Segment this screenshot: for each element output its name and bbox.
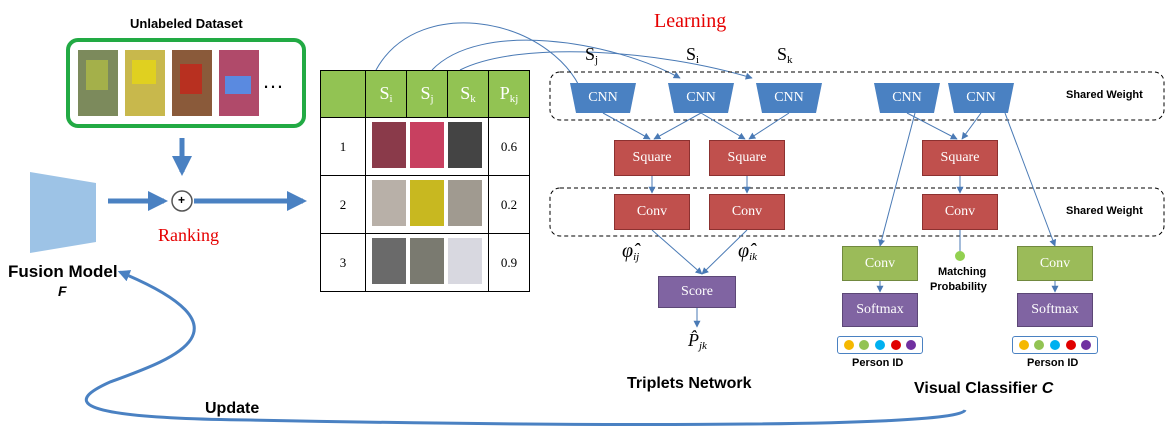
id-dot [874, 340, 885, 350]
score-block: Score [658, 276, 736, 308]
square-block-3: Square [922, 140, 998, 176]
cnn-label-2: CNN [686, 90, 716, 105]
row-index: 3 [320, 233, 366, 292]
ranking-table: Si Sj Sk Pkj 1 0.6 2 0.2 3 0.9 [320, 70, 530, 292]
id-dot [1049, 340, 1060, 350]
matching-probability-label-1: Matching [938, 266, 987, 278]
cnn-label-5: CNN [966, 90, 996, 105]
triplets-network-title: Triplets Network [627, 375, 752, 392]
learning-arc-k [459, 51, 753, 80]
plus-node [171, 190, 193, 212]
table-header-blank [320, 70, 366, 118]
square-block-1: Square [614, 140, 690, 176]
row-probability: 0.2 [488, 175, 530, 234]
conv-block-left: Conv [842, 246, 918, 281]
row-thumbnails [365, 117, 489, 176]
id-dot [843, 340, 854, 350]
person-id-bar-left [837, 336, 923, 354]
fusion-model-title: Fusion Model [8, 262, 118, 281]
dataset-thumbnails [78, 50, 259, 116]
id-dot [890, 340, 901, 350]
table-header-row: Si Sj Sk Pkj [320, 70, 530, 118]
cnn-shape-3 [756, 83, 822, 113]
id-dot [1081, 340, 1092, 350]
shared-weight-box-bottom [549, 187, 1165, 237]
table-header-pkj: Pkj [488, 70, 530, 118]
visual-classifier-title: Visual Classifier C [914, 380, 1054, 397]
conv-block-1: Conv [614, 194, 690, 230]
triplet-label-sk: Sk [777, 44, 793, 66]
dataset-ellipsis: … [262, 68, 284, 93]
table-header-sj: Sj [406, 70, 448, 118]
row-index: 2 [320, 175, 366, 234]
matching-probability-label-2: Probability [930, 281, 987, 293]
table-header-si: Si [365, 70, 407, 118]
cnn-label-4: CNN [892, 90, 922, 105]
id-dot [1065, 340, 1076, 350]
shared-weight-label-bottom: Shared Weight [1066, 205, 1143, 217]
person-id-label-right: Person ID [1027, 357, 1079, 369]
update-label: Update [205, 400, 260, 417]
learning-label: Learning [654, 10, 727, 32]
cnn-shape-1 [570, 83, 636, 113]
ranking-label: Ranking [158, 225, 219, 245]
network-connectors [602, 112, 1059, 328]
shared-weight-box-top [549, 71, 1165, 121]
softmax-block-right: Softmax [1017, 293, 1093, 327]
dataset-title: Unlabeled Dataset [130, 16, 243, 31]
p-jk-label: P̂jk [688, 330, 707, 352]
table-row: 2 0.2 [320, 175, 530, 234]
fusion-model-shape [30, 172, 96, 253]
person-id-label-left: Person ID [852, 357, 904, 369]
row-index: 1 [320, 117, 366, 176]
conv-block-right: Conv [1017, 246, 1093, 281]
cnn-label-3: CNN [774, 90, 804, 105]
conv-block-2: Conv [709, 194, 785, 230]
cnn-shape-5 [948, 83, 1014, 113]
triplet-label-sj: Sj [585, 44, 599, 66]
update-loop-arrow [84, 270, 967, 426]
id-dot [906, 340, 917, 350]
id-dot [859, 340, 870, 350]
id-dot [1034, 340, 1045, 350]
softmax-block-left: Softmax [842, 293, 918, 327]
cnn-shape-2 [668, 83, 734, 113]
row-probability: 0.9 [488, 233, 530, 292]
fusion-model-symbol: F [58, 283, 67, 299]
phi-ik-label: φ̂ik [738, 240, 758, 263]
matching-probability-dot [955, 251, 965, 261]
triplet-label-si: Si [686, 44, 700, 66]
table-header-sk: Sk [447, 70, 489, 118]
person-id-bar-right [1012, 336, 1098, 354]
plus-symbol: + [178, 193, 186, 207]
square-block-2: Square [709, 140, 785, 176]
row-thumbnails [365, 233, 489, 292]
row-thumbnails [365, 175, 489, 234]
cnn-shape-4 [874, 83, 940, 113]
id-dot [1018, 340, 1029, 350]
table-row: 3 0.9 [320, 233, 530, 292]
conv-block-3: Conv [922, 194, 998, 230]
table-row: 1 0.6 [320, 117, 530, 176]
learning-arc-i [431, 39, 681, 79]
phi-ij-label: φ̂ij [622, 240, 640, 263]
shared-weight-label-top: Shared Weight [1066, 89, 1143, 101]
cnn-label-1: CNN [588, 90, 618, 105]
row-probability: 0.6 [488, 117, 530, 176]
